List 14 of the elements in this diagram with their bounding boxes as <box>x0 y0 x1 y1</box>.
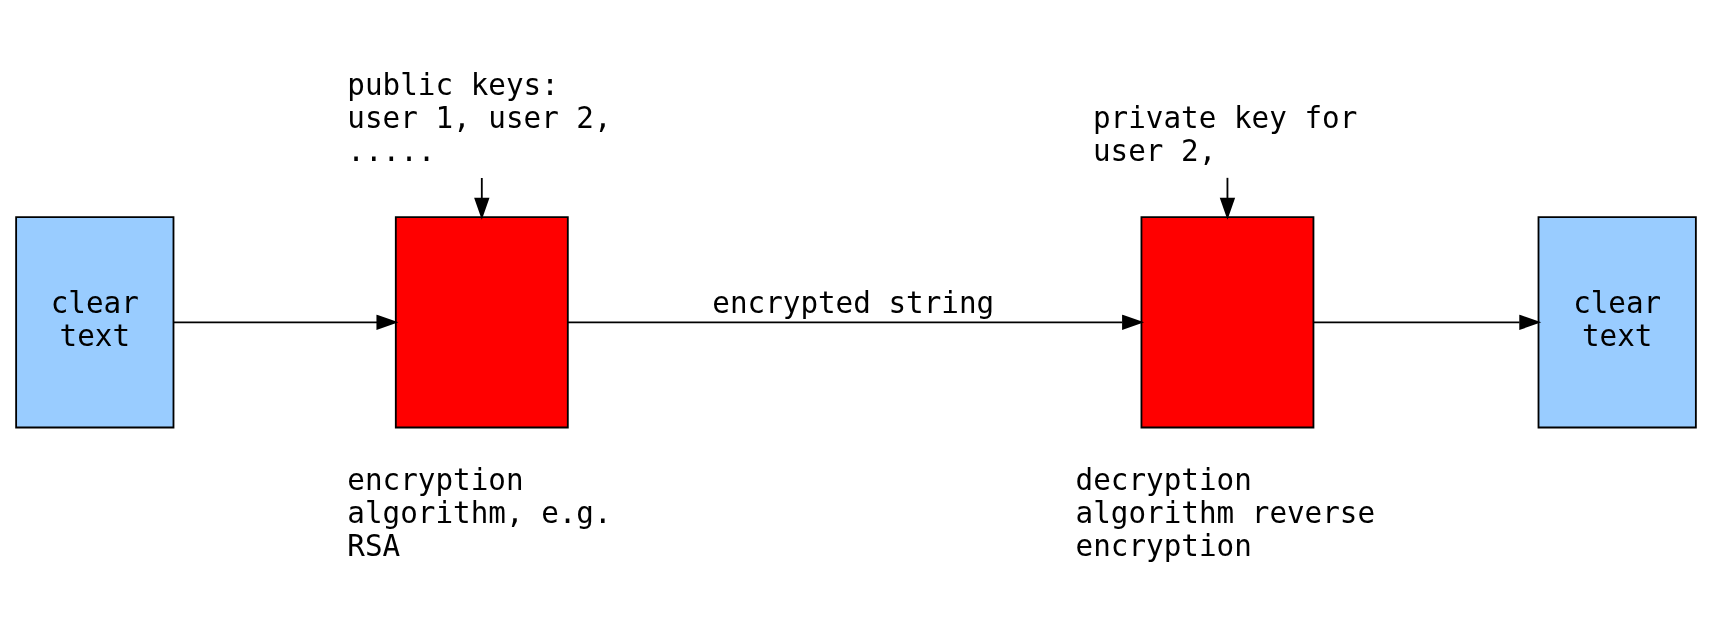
arrow <box>1312 314 1542 330</box>
arrow <box>474 177 490 220</box>
node-label: encryption algorithm, e.g. RSA <box>347 463 612 564</box>
node-box: clear text <box>1537 216 1697 429</box>
edge-label: encrypted string <box>712 285 995 320</box>
arrow <box>567 314 1145 330</box>
node-box <box>394 216 569 429</box>
arrow <box>1219 176 1236 220</box>
node-box: clear text <box>15 216 175 429</box>
node-box <box>1140 216 1315 429</box>
node-label: decryption algorithm reverse encryption <box>1075 463 1376 564</box>
node-text: private key for user 2, <box>1092 101 1358 168</box>
node-text: public keys: user 1, user 2, ..... <box>347 68 612 168</box>
arrow <box>172 314 399 330</box>
